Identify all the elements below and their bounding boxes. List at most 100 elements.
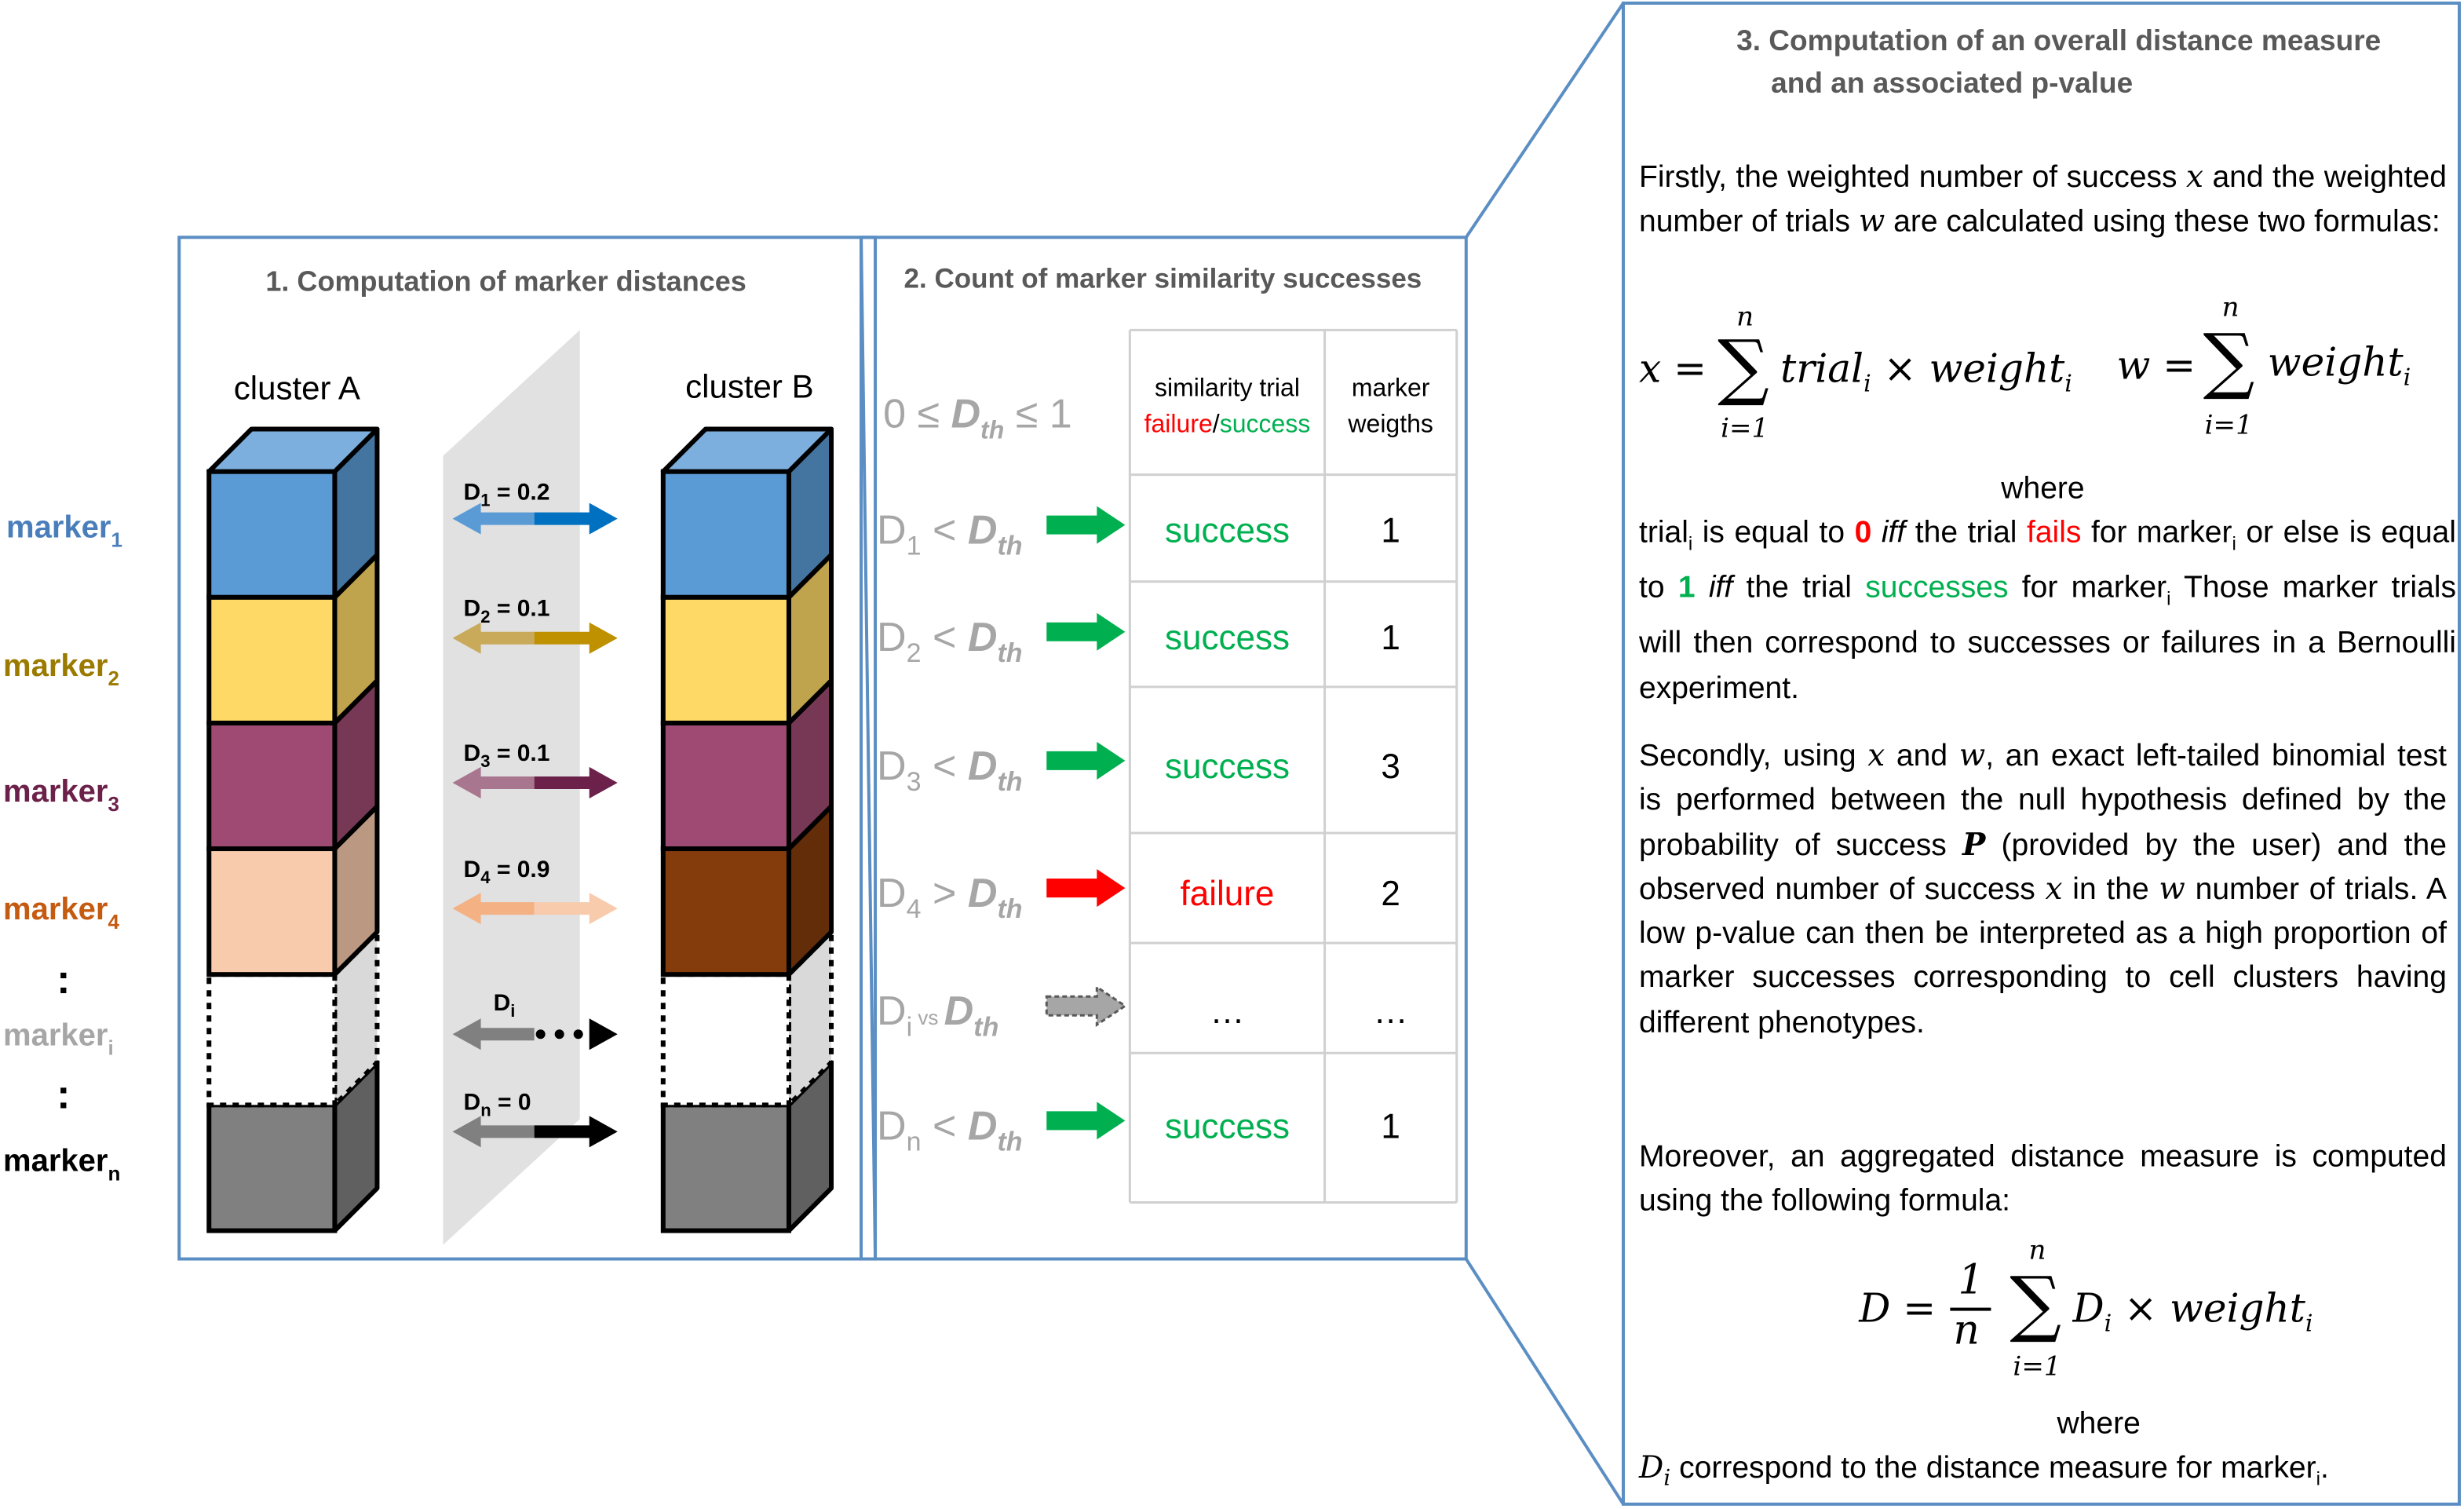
dot — [554, 1029, 564, 1039]
distance-label-1: D1 = 0.2 — [464, 480, 550, 510]
distance-arrow-1-right — [534, 502, 618, 535]
distance-arrow-4-left — [452, 893, 535, 925]
paragraph-binomial: Secondly, using x and w, an exact left-t… — [1638, 736, 2447, 1040]
weight-3: 3 — [1381, 747, 1400, 786]
trial-definition: triali is equal to 0 iff the trial fails… — [1638, 515, 2456, 706]
cube-b-1-front — [660, 469, 791, 600]
panel3-frame — [1621, 2, 2461, 1506]
panel1-title: 1. Computation of marker distances — [265, 265, 746, 297]
marker-label-n: markern — [3, 1143, 120, 1185]
condition-4: D4 > Dth — [877, 871, 1022, 924]
marker-ellipsis-2: : — [57, 1072, 70, 1117]
table-header-trial-line1: similarity trial — [1155, 373, 1300, 401]
dot — [573, 1029, 583, 1039]
dot — [517, 1029, 527, 1039]
cube-b-i-front — [660, 972, 791, 1108]
result-4: failure — [1181, 875, 1275, 913]
distance-arrow-n-left — [452, 1116, 535, 1148]
where-label-2: where — [2057, 1406, 2141, 1441]
cube-b-4-front — [660, 846, 791, 977]
panel2-title: 2. Count of marker similarity successes — [904, 263, 1422, 294]
cube-a-4-front — [206, 846, 338, 977]
cluster-b-label: cluster B — [685, 367, 813, 404]
trial-arrows — [1045, 506, 1128, 1140]
formula-d: D = 1 n n ∑ i=1 Di × weighti — [1859, 1235, 2313, 1383]
distance-arrow-i-right — [589, 1018, 618, 1050]
panel3-title: 3. Computation of an overall distance me… — [1736, 19, 2444, 104]
condition-2: D2 < Dth — [877, 615, 1022, 668]
condition-1: D1 < Dth — [877, 508, 1022, 561]
result-i: … — [1210, 992, 1244, 1031]
cube-a-1-top — [206, 426, 380, 474]
distance-definition: Di correspond to the distance measure fo… — [1638, 1449, 2329, 1492]
cube-b-n-front — [660, 1102, 791, 1233]
distance-arrow-1-left — [452, 502, 535, 535]
panel2-frame — [860, 236, 1468, 1261]
cube-a-1-front — [206, 469, 338, 600]
zoom-line-bottom — [1465, 1258, 1625, 1505]
panel-divider — [860, 237, 878, 1259]
distance-label-i: Di — [494, 990, 516, 1021]
result-arrow-4 — [1046, 869, 1126, 908]
marker-label-3: marker3 — [3, 774, 119, 816]
marker-label-1: marker1 — [6, 510, 122, 552]
zoom-line-top — [1465, 2, 1625, 239]
where-label-1: where — [2001, 471, 2085, 506]
cluster-b-stack — [660, 426, 834, 1233]
panel3-title-line1: 3. Computation of an overall distance me… — [1736, 24, 2382, 57]
weight-1: 1 — [1381, 512, 1400, 550]
weight-2: 1 — [1381, 619, 1400, 657]
result-2: success — [1165, 619, 1290, 657]
marker-label-4: marker4 — [3, 892, 120, 934]
distance-arrow-2-left — [452, 622, 535, 654]
paragraph-aggregated: Moreover, an aggregated distance measure… — [1638, 1139, 2447, 1219]
panel1-frame — [177, 236, 878, 1261]
dot — [498, 1029, 508, 1039]
condition-3: D3 < Dth — [877, 744, 1022, 797]
paragraph-intro: Firstly, the weighted number of success … — [1638, 159, 2447, 239]
results-table-grid — [1128, 328, 1458, 1204]
condition-n: Dn < Dth — [877, 1103, 1022, 1156]
distance-arrows: D1 = 0.2 D2 = 0.1 D3 = 0.1 D4 = 0.9Di Dn = 0 — [452, 480, 618, 1148]
table-header-weights-line2: weigths — [1347, 410, 1433, 438]
cluster-a-stack — [206, 426, 380, 1233]
result-n: success — [1165, 1107, 1290, 1145]
result-1: success — [1165, 512, 1290, 550]
cube-a-i-front — [206, 972, 338, 1108]
table-header-trial-line2: failure/success — [1144, 410, 1311, 438]
distance-arrow-4-right — [534, 893, 618, 925]
distance-arrow-n-right — [534, 1116, 618, 1148]
weight-n: 1 — [1381, 1107, 1400, 1145]
result-arrow-1 — [1046, 506, 1126, 544]
distance-arrow-i-left — [452, 1018, 535, 1050]
distance-label-4: D4 = 0.9 — [464, 857, 550, 887]
condition-i: Di vs Dth — [877, 988, 998, 1042]
marker-ellipsis-1: : — [57, 957, 70, 1003]
marker-label-2: marker2 — [3, 649, 119, 690]
dot — [535, 1029, 546, 1039]
threshold-range: 0 ≤ Dth ≤ 1 — [883, 392, 1072, 444]
marker-label-i: markeri — [3, 1018, 114, 1059]
table-header-weights-line1: marker — [1352, 373, 1430, 401]
result-arrow-n — [1046, 1102, 1126, 1140]
result-arrow-i — [1045, 985, 1128, 1028]
result-arrow-2 — [1046, 612, 1126, 651]
distance-arrow-3-left — [452, 766, 535, 798]
distance-label-2: D2 = 0.1 — [464, 596, 550, 627]
distance-label-3: D3 = 0.1 — [464, 740, 550, 771]
weight-4: 2 — [1381, 875, 1400, 913]
cube-a-n-front — [206, 1102, 338, 1233]
formula-w: w = n ∑ i=1 weighti — [2116, 292, 2411, 442]
distance-arrow-2-right — [534, 622, 618, 654]
cube-a-3-front — [206, 720, 338, 852]
cube-b-2-front — [660, 594, 791, 725]
formula-x: x = n ∑ i=1 triali × weighti — [1638, 301, 2072, 445]
cube-a-2-front — [206, 594, 338, 725]
distance-arrow-3-right — [534, 766, 618, 798]
result-arrow-3 — [1046, 741, 1126, 780]
cube-b-1-top — [660, 426, 834, 474]
distance-label-n: Dn = 0 — [464, 1089, 531, 1120]
weight-i: … — [1374, 992, 1408, 1031]
cube-b-3-front — [660, 720, 791, 852]
